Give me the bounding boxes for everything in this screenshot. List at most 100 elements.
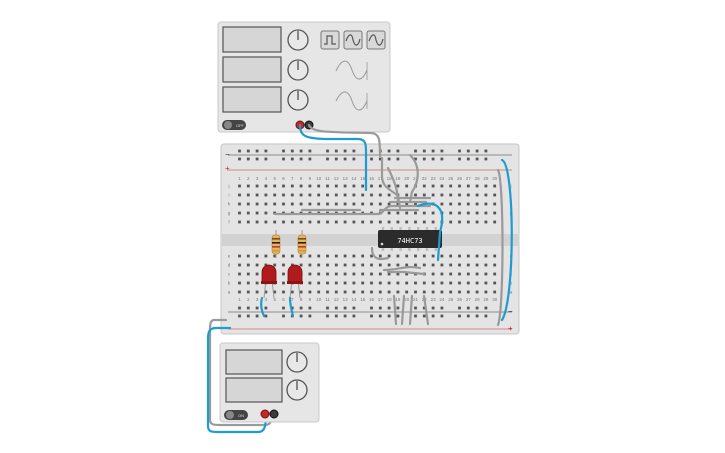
breadboard-hole[interactable] xyxy=(352,254,356,258)
breadboard-hole[interactable] xyxy=(493,220,497,224)
breadboard-hole[interactable] xyxy=(246,193,250,197)
breadboard-hole[interactable] xyxy=(370,149,373,153)
breadboard-hole[interactable] xyxy=(475,290,479,294)
breadboard-hole[interactable] xyxy=(422,193,426,197)
breadboard-hole[interactable] xyxy=(317,281,321,285)
breadboard-hole[interactable] xyxy=(334,157,338,161)
breadboard-hole[interactable] xyxy=(343,272,347,276)
breadboard[interactable]: 1122334455667788991010111112121313141415… xyxy=(220,143,520,335)
breadboard-hole[interactable] xyxy=(431,263,435,267)
breadboard-hole[interactable] xyxy=(273,263,277,267)
breadboard-hole[interactable] xyxy=(238,263,241,267)
breadboard-hole[interactable] xyxy=(387,149,391,153)
breadboard-hole[interactable] xyxy=(352,202,356,206)
breadboard-hole[interactable] xyxy=(475,272,479,276)
breadboard-hole[interactable] xyxy=(458,314,461,318)
breadboard-hole[interactable] xyxy=(246,184,250,188)
breadboard-hole[interactable] xyxy=(317,202,321,206)
breadboard-hole[interactable] xyxy=(378,220,382,224)
breadboard-hole[interactable] xyxy=(273,254,277,258)
breadboard-hole[interactable] xyxy=(387,290,391,294)
breadboard-hole[interactable] xyxy=(273,290,277,294)
breadboard-hole[interactable] xyxy=(282,149,285,153)
breadboard-hole[interactable] xyxy=(361,263,365,267)
breadboard-hole[interactable] xyxy=(449,281,453,285)
breadboard-hole[interactable] xyxy=(282,220,285,224)
breadboard-hole[interactable] xyxy=(440,263,444,267)
breadboard-hole[interactable] xyxy=(334,314,338,318)
breadboard-hole[interactable] xyxy=(290,263,294,267)
breadboard-hole[interactable] xyxy=(370,254,373,258)
breadboard-hole[interactable] xyxy=(299,254,303,258)
breadboard-hole[interactable] xyxy=(299,220,303,224)
breadboard-hole[interactable] xyxy=(484,149,488,153)
breadboard-hole[interactable] xyxy=(387,157,391,161)
breadboard-hole[interactable] xyxy=(238,202,241,206)
breadboard-hole[interactable] xyxy=(378,272,382,276)
breadboard-hole[interactable] xyxy=(475,184,479,188)
breadboard-hole[interactable] xyxy=(475,314,479,318)
breadboard-hole[interactable] xyxy=(431,211,435,215)
breadboard-hole[interactable] xyxy=(273,220,277,224)
breadboard-hole[interactable] xyxy=(370,281,373,285)
breadboard-hole[interactable] xyxy=(431,314,435,318)
breadboard-hole[interactable] xyxy=(343,220,347,224)
breadboard-hole[interactable] xyxy=(238,272,241,276)
breadboard-hole[interactable] xyxy=(493,263,497,267)
breadboard-hole[interactable] xyxy=(299,306,303,310)
breadboard-hole[interactable] xyxy=(308,149,312,153)
breadboard-hole[interactable] xyxy=(282,202,285,206)
breadboard-hole[interactable] xyxy=(458,306,461,310)
breadboard-hole[interactable] xyxy=(299,290,303,294)
breadboard-hole[interactable] xyxy=(343,314,347,318)
breadboard-hole[interactable] xyxy=(493,184,497,188)
breadboard-hole[interactable] xyxy=(396,149,400,153)
breadboard-hole[interactable] xyxy=(273,184,277,188)
breadboard-hole[interactable] xyxy=(370,272,373,276)
breadboard-hole[interactable] xyxy=(326,220,329,224)
breadboard-hole[interactable] xyxy=(484,202,488,206)
breadboard-hole[interactable] xyxy=(326,263,329,267)
blue-wires[interactable] xyxy=(206,123,513,434)
breadboard-hole[interactable] xyxy=(308,202,312,206)
breadboard-hole[interactable] xyxy=(290,149,294,153)
breadboard-hole[interactable] xyxy=(449,263,453,267)
breadboard-hole[interactable] xyxy=(475,193,479,197)
breadboard-hole[interactable] xyxy=(308,306,312,310)
breadboard-hole[interactable] xyxy=(440,202,444,206)
breadboard-hole[interactable] xyxy=(466,254,470,258)
breadboard-hole[interactable] xyxy=(466,157,470,161)
breadboard-hole[interactable] xyxy=(308,220,312,224)
breadboard-hole[interactable] xyxy=(484,263,488,267)
breadboard-hole[interactable] xyxy=(396,254,400,258)
breadboard-hole[interactable] xyxy=(308,281,312,285)
breadboard-hole[interactable] xyxy=(290,193,294,197)
breadboard-hole[interactable] xyxy=(343,263,347,267)
breadboard-hole[interactable] xyxy=(440,157,444,161)
breadboard-hole[interactable] xyxy=(396,202,400,206)
breadboard-hole[interactable] xyxy=(308,314,312,318)
breadboard-hole[interactable] xyxy=(255,202,259,206)
breadboard-hole[interactable] xyxy=(343,290,347,294)
resistor-2[interactable] xyxy=(297,230,307,258)
breadboard-hole[interactable] xyxy=(334,202,338,206)
breadboard-hole[interactable] xyxy=(334,290,338,294)
breadboard-hole[interactable] xyxy=(458,263,461,267)
breadboard-hole[interactable] xyxy=(246,263,250,267)
breadboard-hole[interactable] xyxy=(273,202,277,206)
breadboard-hole[interactable] xyxy=(282,254,285,258)
breadboard-hole[interactable] xyxy=(484,306,488,310)
breadboard-hole[interactable] xyxy=(458,157,461,161)
breadboard-hole[interactable] xyxy=(440,281,444,285)
breadboard-hole[interactable] xyxy=(440,254,444,258)
breadboard-hole[interactable] xyxy=(458,281,461,285)
breadboard-hole[interactable] xyxy=(343,184,347,188)
breadboard-hole[interactable] xyxy=(308,193,312,197)
breadboard-hole[interactable] xyxy=(334,149,338,153)
breadboard-hole[interactable] xyxy=(282,193,285,197)
breadboard-hole[interactable] xyxy=(396,272,400,276)
breadboard-hole[interactable] xyxy=(238,314,241,318)
breadboard-hole[interactable] xyxy=(290,254,294,258)
breadboard-hole[interactable] xyxy=(449,220,453,224)
breadboard-hole[interactable] xyxy=(466,263,470,267)
